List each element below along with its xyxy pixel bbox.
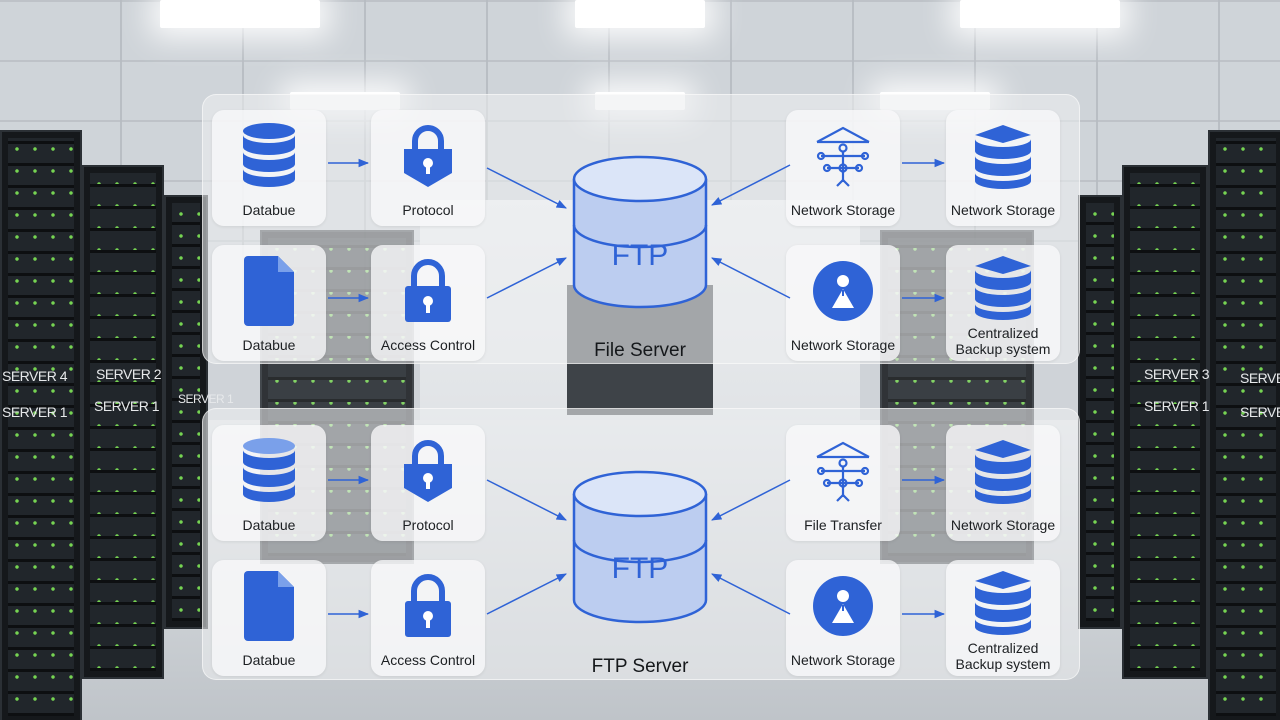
protocol-card[interactable]: Protocol — [371, 425, 485, 541]
arrow — [711, 479, 791, 521]
card-label: Access Control — [380, 652, 476, 668]
arrow — [711, 257, 791, 299]
storage-icon — [946, 251, 1060, 323]
card-label: File Transfer — [804, 517, 882, 533]
arrow — [711, 164, 791, 206]
rack-label: SERVER 4 — [2, 368, 68, 384]
network-storage-card[interactable]: Network Storage — [946, 110, 1060, 226]
arrow — [486, 167, 567, 209]
arrow — [486, 257, 567, 299]
file-transfer-card[interactable]: File Transfer — [786, 425, 900, 541]
network-storage-card[interactable]: Network Storage — [786, 560, 900, 676]
database-card[interactable]: Databue — [212, 425, 326, 541]
network-storage-card[interactable]: Network Storage — [786, 110, 900, 226]
file-card[interactable]: Databue — [212, 245, 326, 361]
access-control-card[interactable]: Access Control — [371, 560, 485, 676]
network-icon — [786, 435, 900, 507]
card-label: Access Control — [380, 337, 476, 353]
lock-icon — [371, 435, 485, 507]
rack-label: SERVER 1 — [94, 398, 160, 414]
card-label: Network Storage — [790, 337, 896, 353]
card-label: Databue — [242, 337, 296, 353]
database-card[interactable]: Databue — [212, 110, 326, 226]
storage-icon — [946, 566, 1060, 638]
lock-icon — [371, 255, 485, 327]
rack-label: SERVER 1 — [178, 392, 234, 406]
card-label-line: Centralized — [967, 640, 1039, 656]
ftp-server-text: FTP — [612, 552, 669, 585]
storage-icon — [946, 120, 1060, 192]
server-rack — [1122, 165, 1208, 679]
card-label-line: Centralized — [967, 325, 1039, 341]
rack-label: SERVER — [1240, 404, 1280, 420]
arrow — [711, 573, 791, 615]
card-label: Network Storage — [790, 652, 896, 668]
database-icon — [212, 120, 326, 192]
card-label-line: Backup system — [955, 656, 1051, 672]
arrow — [486, 573, 567, 615]
card-label: Network Storage — [950, 517, 1056, 533]
lock-icon — [371, 570, 485, 642]
user-icon — [786, 570, 900, 642]
rack-label: SERVER 1 — [1144, 398, 1210, 414]
protocol-card[interactable]: Protocol — [371, 110, 485, 226]
server-rack — [82, 165, 164, 679]
card-label: Network Storage — [790, 202, 896, 218]
user-icon — [786, 255, 900, 327]
rack-label: SERVER 2 — [96, 366, 162, 382]
ftp-server-cylinder[interactable]: FTP — [570, 155, 710, 311]
server-rack — [0, 130, 82, 720]
file-icon — [212, 255, 326, 327]
card-label: Protocol — [402, 517, 454, 533]
storage-icon — [946, 435, 1060, 507]
network-icon — [786, 120, 900, 192]
ceiling-light — [960, 0, 1120, 28]
access-control-card[interactable]: Access Control — [371, 245, 485, 361]
database-icon — [212, 435, 326, 507]
rack-label: SERVER — [1240, 370, 1280, 386]
file-icon — [212, 570, 326, 642]
network-storage-card[interactable]: Network Storage — [946, 425, 1060, 541]
card-label: Network Storage — [950, 202, 1056, 218]
server-label: FTP Server — [591, 656, 689, 677]
lock-icon — [371, 120, 485, 192]
card-label-line: Backup system — [955, 341, 1051, 357]
rack-label: SERVER 1 — [2, 404, 68, 420]
server-rack — [164, 195, 208, 629]
ceiling-light — [575, 0, 705, 28]
card-label: Databue — [242, 517, 296, 533]
ftp-server-cylinder[interactable]: FTP — [570, 470, 710, 626]
arrow — [486, 479, 567, 521]
card-label: Databue — [242, 202, 296, 218]
file-card[interactable]: Databue — [212, 560, 326, 676]
network-storage-card[interactable]: Network Storage — [786, 245, 900, 361]
ftp-server-text: FTP — [612, 239, 669, 272]
card-label: Protocol — [402, 202, 454, 218]
card-label: Databue — [242, 652, 296, 668]
server-rack — [1078, 195, 1122, 629]
server-rack — [1208, 130, 1280, 720]
ceiling-light — [160, 0, 320, 28]
server-label: File Server — [594, 340, 686, 361]
rack-label: SERVER 3 — [1144, 366, 1210, 382]
